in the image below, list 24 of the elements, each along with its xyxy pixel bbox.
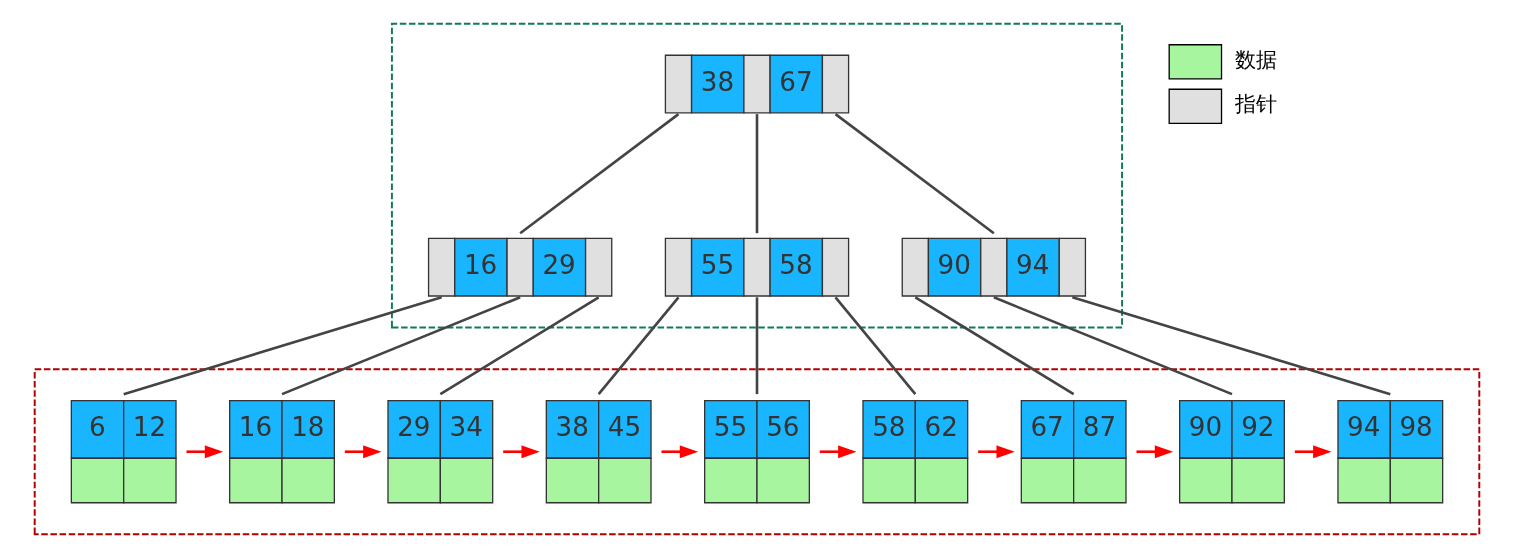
connector — [755, 114, 759, 234]
cluster — [33, 368, 1481, 536]
cluster — [390, 22, 1124, 329]
connector — [834, 113, 995, 235]
arrow — [186, 445, 224, 459]
connector — [281, 296, 521, 396]
legend-label: 指针 — [1234, 92, 1277, 117]
connector — [439, 296, 600, 396]
arrow — [1136, 445, 1174, 459]
connector — [993, 296, 1233, 396]
legend-label: 数据 — [1234, 47, 1277, 72]
arrow — [819, 445, 857, 459]
connector — [834, 296, 917, 395]
connector — [123, 296, 443, 396]
arrow — [344, 445, 382, 459]
connector — [519, 113, 680, 235]
arrow — [661, 445, 699, 459]
connector — [1071, 296, 1391, 396]
arrow — [978, 445, 1015, 459]
connector — [755, 297, 759, 395]
connector — [914, 296, 1075, 396]
arrow — [503, 445, 540, 459]
arrow — [1294, 445, 1332, 459]
connector — [597, 296, 680, 395]
